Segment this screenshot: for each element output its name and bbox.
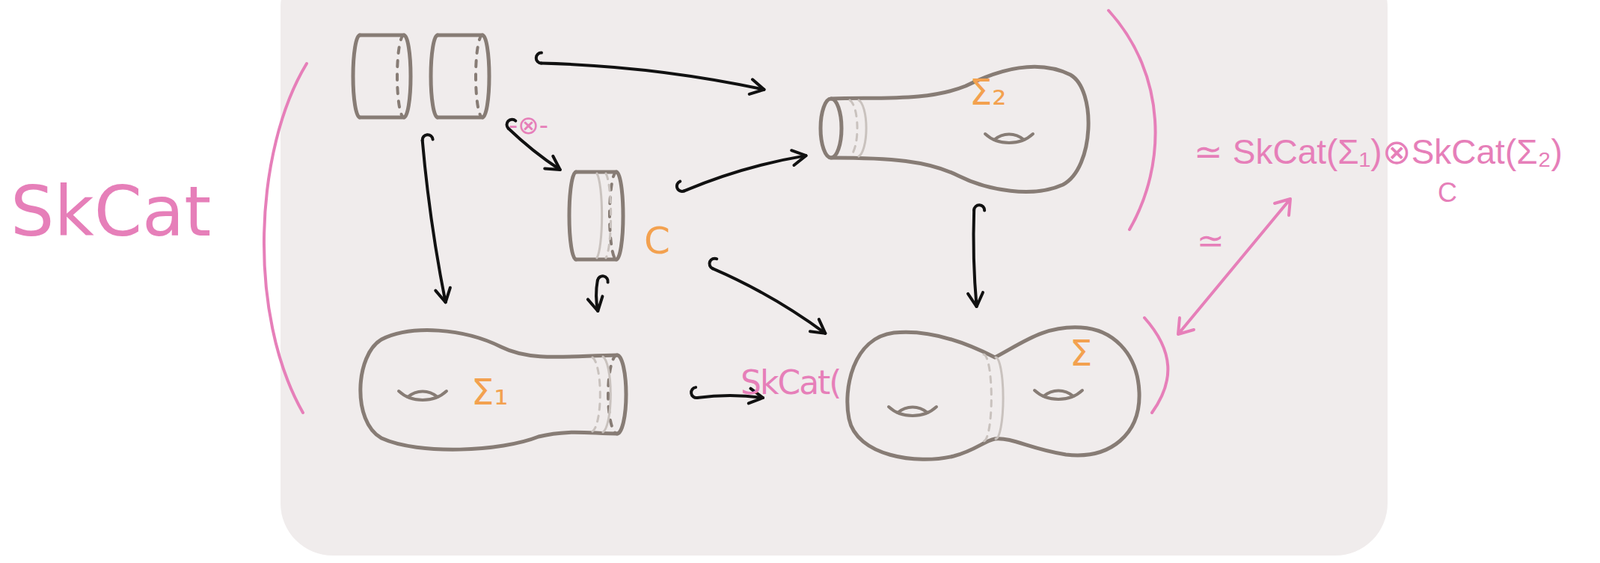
arrow-hook xyxy=(506,119,516,129)
inclusion-arrow xyxy=(691,387,763,404)
outline-stroke xyxy=(608,355,618,434)
arrow-shaft xyxy=(697,395,763,398)
shape-outline xyxy=(841,321,1145,468)
equivalence-formula: ≃ SkCat(Σ₁)⊗SkCat(Σ₂) xyxy=(1193,134,1563,170)
outline-stroke xyxy=(592,357,600,432)
arrow-hook xyxy=(536,53,542,64)
outline-stroke xyxy=(359,33,404,38)
functor-label: SkCat xyxy=(10,178,211,247)
arrow-hook xyxy=(691,387,698,398)
outline-stroke xyxy=(398,391,447,401)
right-bracket xyxy=(1144,317,1168,413)
surface-sigma-1: Σ₁ xyxy=(351,324,630,452)
outline-stroke xyxy=(849,100,858,157)
arrow-head xyxy=(749,79,765,95)
surface-label: C xyxy=(644,222,671,260)
arrow-head xyxy=(810,319,826,334)
outline-stroke xyxy=(888,406,937,416)
surface-sigma: Σ xyxy=(841,321,1145,468)
arrow-shaft xyxy=(596,280,598,312)
arrow-hook xyxy=(597,276,609,283)
arrow-shaft xyxy=(508,128,561,170)
inclusion-arrow xyxy=(587,276,609,312)
equivalence-symbol: ≃ xyxy=(1196,224,1225,258)
outline-stroke xyxy=(482,35,490,118)
inclusion-arrow xyxy=(676,150,807,192)
inclusion-arrow xyxy=(536,53,765,95)
arrow-hook xyxy=(422,134,434,141)
functor-label: SkCat( xyxy=(740,366,841,400)
surface-label: Σ₂ xyxy=(969,74,1007,110)
outline-stroke xyxy=(359,115,404,120)
outline-stroke xyxy=(994,134,1025,141)
left-bracket xyxy=(264,63,307,413)
outline-stroke xyxy=(1034,390,1083,400)
outline-stroke xyxy=(430,35,438,118)
surface-label: Σ xyxy=(1069,335,1093,372)
inclusion-arrow xyxy=(709,258,826,334)
arrow-head xyxy=(587,296,603,312)
outline-stroke xyxy=(617,355,627,434)
cylinder-pair xyxy=(347,30,497,122)
inclusion-arrow xyxy=(967,204,985,307)
outline-stroke xyxy=(437,115,483,120)
outline-stroke xyxy=(897,407,928,414)
arrow-head xyxy=(967,292,983,307)
outline-stroke xyxy=(616,172,624,260)
arrow-shaft xyxy=(973,210,977,307)
outline-stroke xyxy=(995,357,1004,440)
arrow-head xyxy=(748,388,763,404)
outline-stroke xyxy=(475,35,483,118)
shape-outline xyxy=(347,30,497,122)
outline-stroke xyxy=(983,354,992,442)
outline-stroke xyxy=(602,356,611,433)
outline-stroke xyxy=(397,35,404,118)
surface-sigma-2: Σ₂ xyxy=(816,56,1095,196)
arrow-shaft xyxy=(541,63,765,90)
shape-outline xyxy=(816,56,1095,196)
outline-stroke xyxy=(1043,391,1074,398)
arrow-shaft xyxy=(422,140,446,303)
arrow-hook xyxy=(973,204,985,211)
neck-ellipse xyxy=(820,98,842,158)
equivalence-arrow xyxy=(1178,198,1291,335)
background-panel xyxy=(280,0,1388,556)
subscript-label: C xyxy=(1437,179,1458,207)
outline-stroke xyxy=(605,173,612,259)
outline-stroke xyxy=(407,391,438,398)
surface-label: Σ₁ xyxy=(471,374,509,410)
inclusion-arrow xyxy=(506,119,560,170)
outline-stroke xyxy=(985,133,1034,143)
outline-stroke xyxy=(847,327,1140,461)
arrow-hook xyxy=(676,181,685,192)
arrow-head xyxy=(544,156,561,170)
arrow-head xyxy=(435,287,451,303)
outline-stroke xyxy=(858,100,867,157)
right-bracket xyxy=(1108,10,1156,230)
outline-stroke xyxy=(596,173,603,259)
arrow-head xyxy=(791,150,806,166)
outline-stroke xyxy=(831,66,1089,192)
outline-stroke xyxy=(353,35,360,118)
arrow-shaft xyxy=(712,268,826,334)
arrow-hook xyxy=(709,258,717,269)
cylinder-c: C xyxy=(564,168,677,266)
inclusion-arrow xyxy=(422,134,451,303)
outline-stroke xyxy=(403,35,411,118)
outline-stroke xyxy=(360,330,618,451)
outline-stroke xyxy=(569,172,576,260)
arrow-shaft xyxy=(684,155,807,191)
outline-stroke xyxy=(437,33,483,38)
tensor-symbol: -⊗- xyxy=(508,112,549,138)
